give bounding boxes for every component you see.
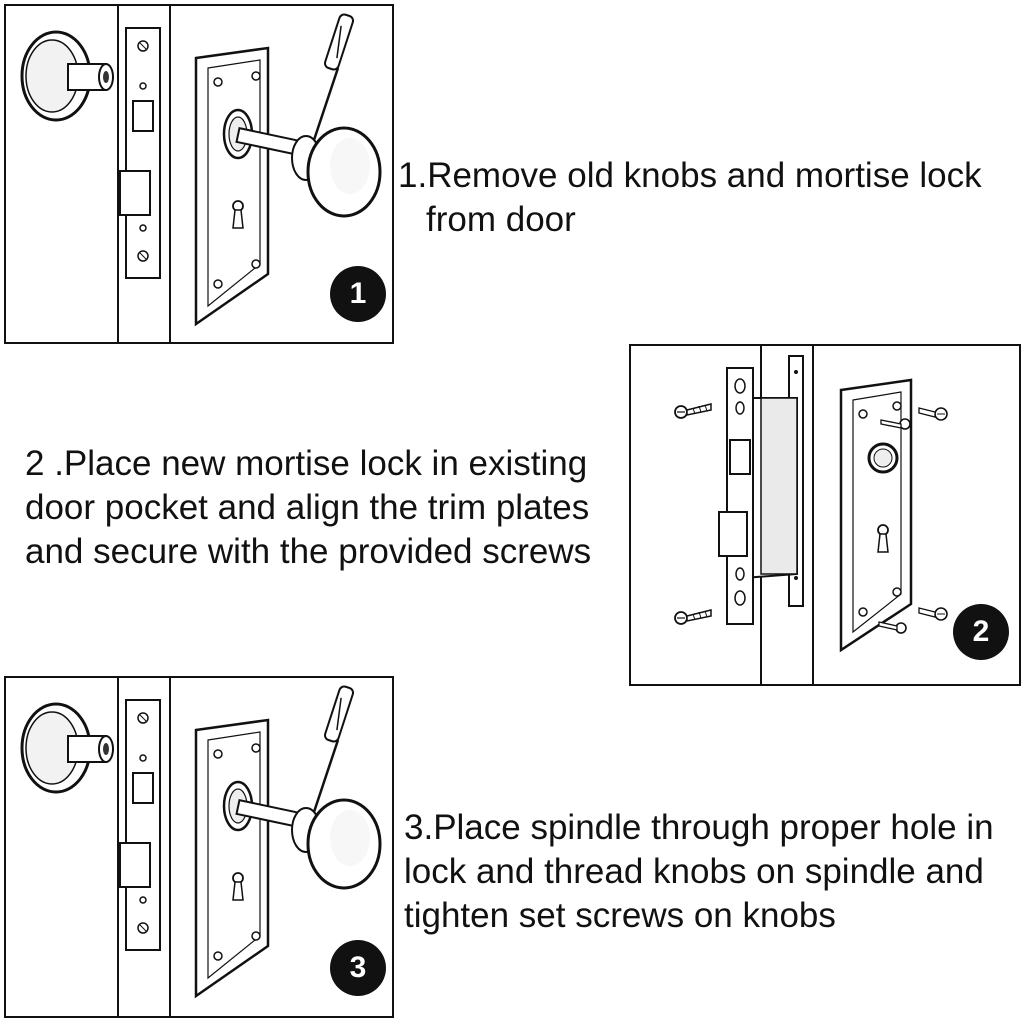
step-1-illustration <box>20 6 382 342</box>
step-1-caption: 1.Remove old knobs and mortise lock from… <box>398 154 982 242</box>
mortise-faceplate <box>119 699 161 951</box>
screw-right-3 <box>918 607 948 621</box>
screw-right-2 <box>918 407 948 421</box>
step-2-panel: 2 <box>629 344 1021 686</box>
step-3-badge: 3 <box>330 940 386 996</box>
knob-left <box>20 702 114 794</box>
new-mortise-lock <box>718 367 798 625</box>
step-1-panel: 1 <box>4 4 394 344</box>
step-2-caption-line-3: and secure with the provided screws <box>25 532 592 571</box>
mortise-faceplate <box>119 27 161 279</box>
step-2-caption-line-2: door pocket and align the trim plates <box>25 488 590 527</box>
trim-plate <box>194 46 270 327</box>
spindle-and-knob <box>235 798 382 890</box>
step-3-panel: 3 <box>4 676 394 1018</box>
step-2-caption: 2 .Place new mortise lock in existing do… <box>25 442 591 574</box>
screwdriver <box>312 685 355 813</box>
step-2-caption-line-1: 2 .Place new mortise lock in existing <box>25 444 588 483</box>
step-3-caption: 3.Place spindle through proper hole in l… <box>404 806 994 938</box>
step-3-caption-line-3: tighten set screws on knobs <box>404 896 836 935</box>
new-trim-plate <box>839 378 913 653</box>
step-3-caption-line-2: lock and thread knobs on spindle and <box>404 852 984 891</box>
step-2-illustration <box>674 346 948 684</box>
screw-left-top <box>674 403 712 419</box>
step-1-caption-line-2: from door <box>426 200 576 239</box>
screw-right-4 <box>878 621 907 634</box>
screw-left-bottom <box>674 609 712 625</box>
step-1-caption-line-1: 1.Remove old knobs and mortise lock <box>398 156 982 195</box>
old-knob-left <box>20 30 114 122</box>
screw-right-1 <box>880 418 911 430</box>
step-2-badge: 2 <box>953 604 1009 660</box>
step-3-illustration <box>20 678 382 1016</box>
step-1-badge: 1 <box>330 266 386 322</box>
step-3-caption-line-1: 3.Place spindle through proper hole in <box>404 808 994 847</box>
screwdriver <box>312 13 355 141</box>
trim-plate <box>194 718 270 999</box>
spindle-and-knob <box>235 126 382 218</box>
